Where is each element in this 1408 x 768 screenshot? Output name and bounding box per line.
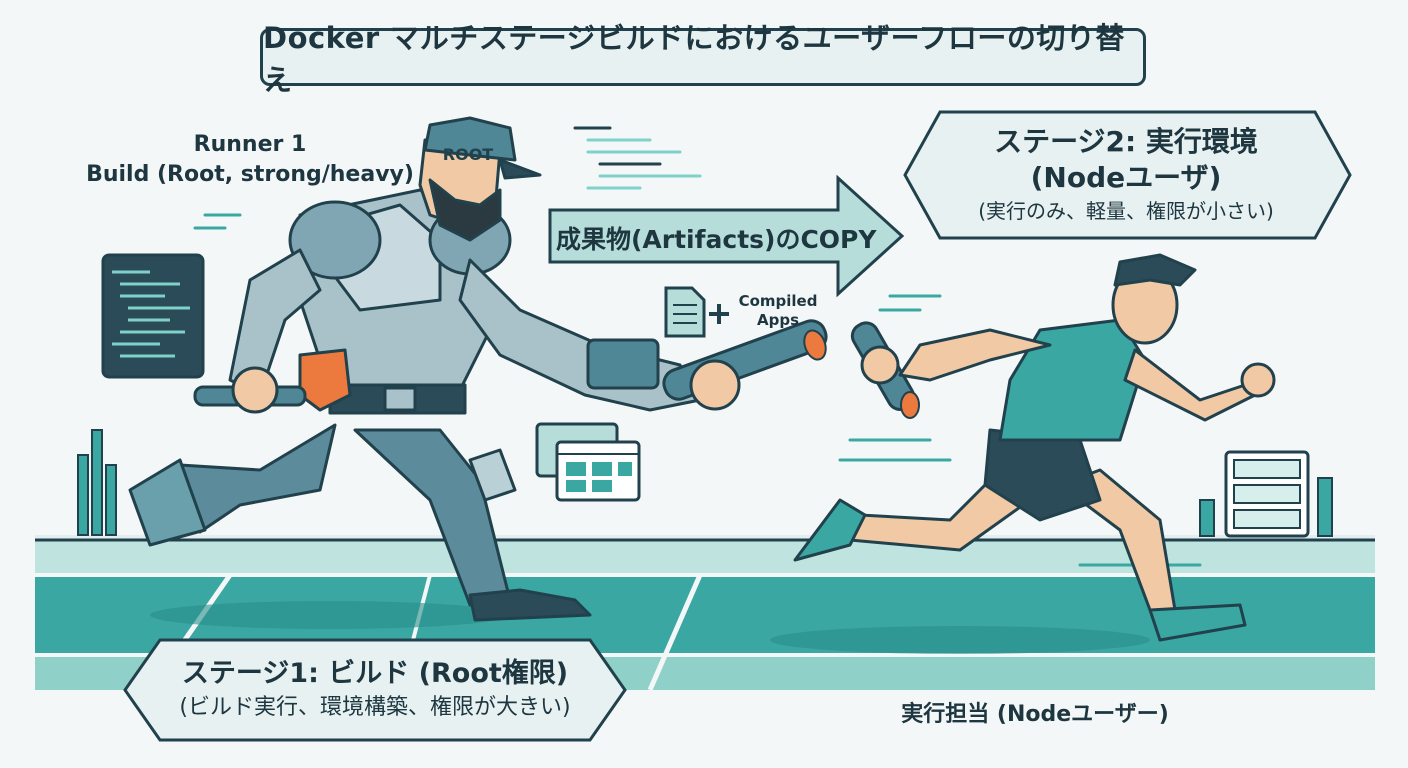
- compiled-line2: Apps: [756, 311, 799, 329]
- stage2-detail: (実行のみ、軽量、権限が小さい): [978, 199, 1274, 223]
- compiled-line1: Compiled: [738, 292, 818, 310]
- browser-window-icon: [535, 422, 641, 502]
- copy-arrow-label: 成果物(Artifacts)のCOPY: [556, 225, 877, 254]
- runner2-label: 実行担当 (Nodeユーザー): [901, 702, 1169, 727]
- code-snippet-lines: [573, 126, 702, 190]
- stage1-title: ステージ1: ビルド (Root権限): [181, 658, 569, 689]
- copy-arrow: [548, 174, 905, 298]
- runner1-label-line2: Build (Root, strong/heavy): [86, 162, 414, 187]
- stage1-box: ステージ1: ビルド (Root権限) (ビルド実行、環境構築、権限が大きい): [125, 640, 625, 740]
- stage2-subtitle: (Nodeユーザ): [1030, 161, 1222, 194]
- compiled-apps-label: Compiled Apps: [733, 292, 823, 330]
- runner1-armored-figure: [128, 116, 702, 622]
- stage1-subtitle: (ビルド実行、環境構築、権限が大きい): [179, 695, 571, 720]
- code-window-icon: [101, 253, 205, 379]
- baton-receiver: [850, 321, 920, 419]
- runner2-figure: [793, 253, 1276, 642]
- stage1-hexagon: [123, 638, 627, 742]
- runner1-label-line1: Runner 1: [193, 132, 307, 157]
- stage2-box: ステージ2: 実行環境 (Nodeユーザ) (実行のみ、軽量、権限が小さい): [905, 112, 1347, 238]
- stage2-hexagon: [903, 110, 1352, 240]
- document-icon: [664, 286, 706, 338]
- runner1-label: Runner 1 Build (Root, strong/heavy): [70, 130, 430, 190]
- cap-text: ROOT: [443, 145, 494, 164]
- stage2-title: ステージ2: 実行環境: [994, 125, 1258, 158]
- plus-icon: [709, 304, 729, 324]
- bar-skyline-left: [77, 429, 117, 536]
- server-rack-icon: [1199, 450, 1333, 538]
- baton-icon: [662, 319, 828, 411]
- page-title: Docker マルチステージビルドにおけるユーザーフローの切り替え: [260, 21, 1146, 97]
